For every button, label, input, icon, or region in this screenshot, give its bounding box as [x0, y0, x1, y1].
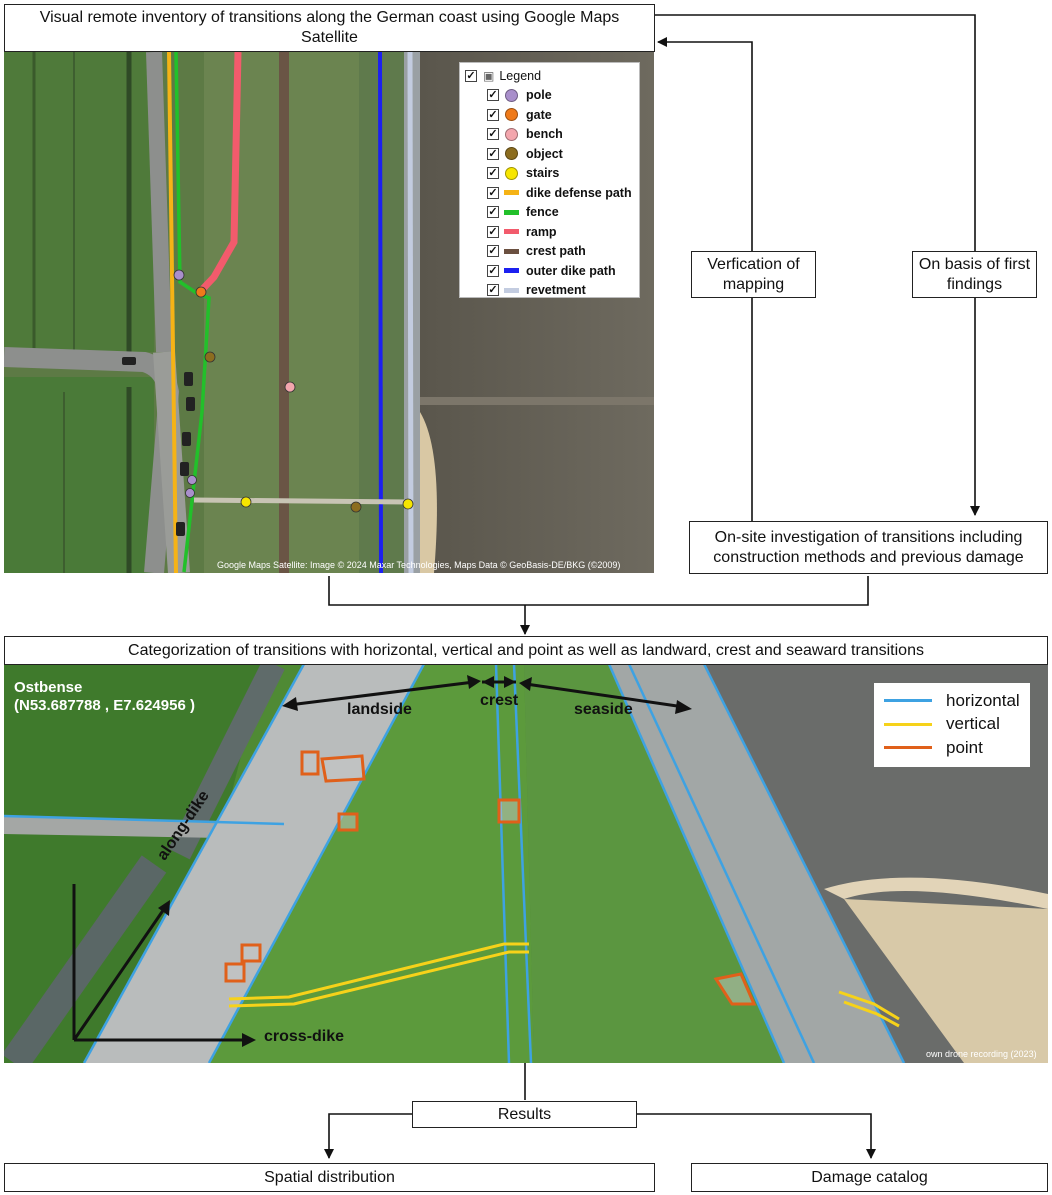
legend-row-stairs: ✓ stairs	[487, 164, 639, 184]
legend-row-fence: ✓ fence	[487, 203, 639, 223]
legend-label: outer dike path	[526, 263, 616, 278]
label-crest: crest	[480, 692, 519, 709]
legend-items: ✓ pole ✓ gate ✓ bench ✓ object ✓ stairs ✓ dike defe…	[465, 86, 639, 301]
transition-legend-row-point: point	[884, 736, 1030, 760]
checkbox-icon[interactable]: ✓	[465, 69, 477, 82]
legend-row-bench: ✓ bench	[487, 125, 639, 145]
legend-swatch	[504, 209, 519, 215]
legend-label: stairs	[526, 166, 560, 181]
legend-swatch	[504, 287, 519, 293]
damage-catalog-box: Damage catalog	[691, 1163, 1048, 1192]
legend-swatch	[505, 108, 518, 122]
map-legend: ✓ ▣ Legend ✓ pole ✓ gate ✓ bench ✓ object ✓ stair…	[459, 62, 640, 298]
location-coords: (N53.687788 , E7.624956 )	[14, 697, 195, 714]
legend-header: ✓ ▣ Legend	[465, 66, 639, 86]
legend-title: Legend	[499, 68, 542, 83]
transition-legend: horizontal vertical point	[874, 683, 1030, 767]
legend-label: bench	[526, 127, 563, 142]
layers-icon: ▣	[483, 68, 495, 83]
legend-row-gate: ✓ gate	[487, 105, 639, 125]
spatial-distribution-box: Spatial distribution	[4, 1163, 655, 1192]
checkbox-icon[interactable]: ✓	[487, 147, 499, 160]
checkbox-icon[interactable]: ✓	[487, 89, 499, 102]
legend-line-swatch	[884, 746, 932, 750]
transition-legend-label: vertical	[946, 714, 1000, 734]
checkbox-icon[interactable]: ✓	[487, 128, 499, 141]
transition-legend-row-horizontal: horizontal	[884, 689, 1030, 713]
legend-label: revetment	[526, 283, 586, 298]
legend-label: dike defense path	[526, 185, 632, 200]
legend-line-swatch	[884, 699, 932, 703]
legend-swatch	[505, 88, 518, 102]
legend-row-ramp: ✓ ramp	[487, 222, 639, 242]
legend-label: crest path	[526, 244, 586, 259]
location-name: Ostbense	[14, 679, 83, 696]
onsite-investigation-box: On-site investigation of transitions inc…	[689, 521, 1048, 574]
legend-row-outer-dike-path: ✓ outer dike path	[487, 261, 639, 281]
map-credit: Google Maps Satellite: Image © 2024 Maxa…	[217, 560, 621, 570]
transition-legend-label: horizontal	[946, 690, 1020, 710]
checkbox-icon[interactable]: ✓	[487, 245, 499, 258]
drone-credit: own drone recording (2023)	[926, 1049, 1037, 1059]
transition-legend-row-vertical: vertical	[884, 713, 1030, 737]
results-box: Results	[412, 1101, 637, 1128]
checkbox-icon[interactable]: ✓	[487, 264, 499, 277]
checkbox-icon[interactable]: ✓	[487, 225, 499, 238]
legend-swatch	[504, 268, 519, 274]
legend-swatch	[504, 229, 519, 235]
checkbox-icon[interactable]: ✓	[487, 284, 499, 297]
legend-swatch	[505, 166, 518, 180]
legend-label: ramp	[526, 224, 557, 239]
legend-swatch	[504, 248, 519, 254]
checkbox-icon[interactable]: ✓	[487, 108, 499, 121]
legend-line-swatch	[884, 722, 932, 726]
legend-row-dike-defense-path: ✓ dike defense path	[487, 183, 639, 203]
verification-box: Verfication of mapping	[691, 251, 816, 298]
legend-swatch	[505, 147, 518, 161]
legend-label: fence	[526, 205, 559, 220]
legend-row-pole: ✓ pole	[487, 86, 639, 106]
legend-row-revetment: ✓ revetment	[487, 281, 639, 301]
categorization-box: Categorization of transitions with horiz…	[4, 636, 1048, 665]
legend-label: object	[526, 146, 563, 161]
label-landside: landside	[347, 701, 412, 718]
label-cross-dike: cross-dike	[264, 1028, 345, 1045]
transition-legend-label: point	[946, 737, 983, 757]
legend-row-crest-path: ✓ crest path	[487, 242, 639, 262]
legend-swatch	[504, 190, 519, 196]
transition-legend-items: horizontal vertical point	[884, 689, 1030, 760]
label-seaside: seaside	[574, 701, 633, 718]
legend-row-object: ✓ object	[487, 144, 639, 164]
first-findings-box: On basis of first findings	[912, 251, 1037, 298]
legend-label: pole	[526, 88, 552, 103]
checkbox-icon[interactable]: ✓	[487, 167, 499, 180]
legend-label: gate	[526, 107, 552, 122]
checkbox-icon[interactable]: ✓	[487, 186, 499, 199]
legend-swatch	[505, 127, 518, 141]
checkbox-icon[interactable]: ✓	[487, 206, 499, 219]
inventory-box: Visual remote inventory of transitions a…	[4, 4, 655, 52]
